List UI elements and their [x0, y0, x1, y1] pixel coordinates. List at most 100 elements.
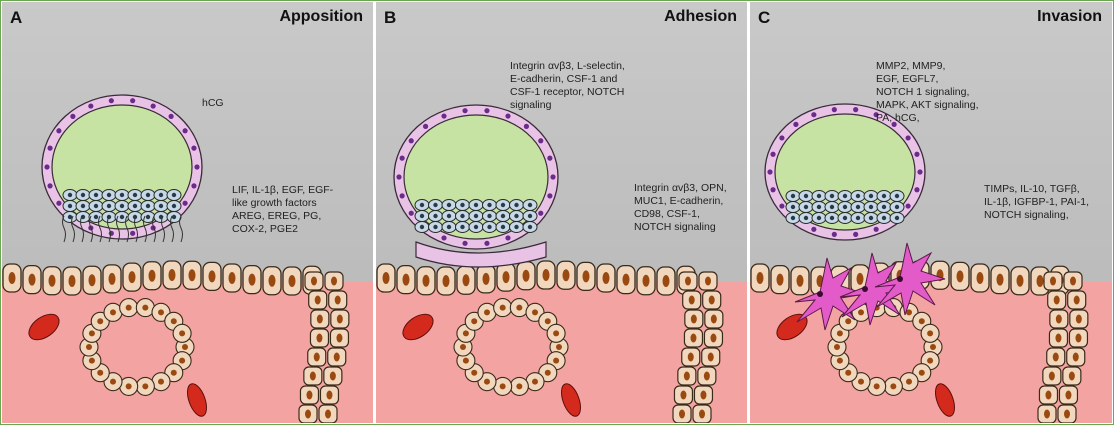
icm-nucleus	[420, 225, 424, 229]
gland-nucleus	[532, 309, 538, 315]
epithelial-nucleus	[957, 270, 964, 282]
gland-nucleus	[460, 344, 466, 350]
gland-nucleus	[1064, 410, 1070, 419]
gland-nucleus	[927, 330, 933, 336]
icm-nucleus	[895, 194, 899, 198]
epithelial-nucleus	[49, 275, 56, 287]
trophoblast-nucleus	[441, 235, 446, 240]
gland-nucleus	[171, 318, 177, 324]
icm-nucleus	[146, 215, 150, 219]
trophoblast-nucleus	[462, 241, 467, 246]
trophoblast-nucleus	[505, 235, 510, 240]
icm-nucleus	[146, 204, 150, 208]
trophoblast-nucleus	[538, 211, 543, 216]
gland-nucleus	[1054, 296, 1060, 305]
gland-nucleus	[710, 334, 716, 343]
icm-nucleus	[474, 203, 478, 207]
gland-nucleus	[837, 358, 843, 364]
epithelial-nucleus	[209, 270, 216, 282]
icm-nucleus	[433, 214, 437, 218]
trophoblast-nucleus	[767, 169, 772, 174]
gland-nucleus	[315, 296, 321, 305]
trophoblast-nucleus	[905, 135, 910, 140]
icm-nucleus	[487, 214, 491, 218]
icm-nucleus	[81, 193, 85, 197]
icm-nucleus	[487, 225, 491, 229]
gland-nucleus	[316, 334, 322, 343]
epithelial-nucleus	[69, 275, 76, 287]
epithelial-nucleus	[443, 275, 450, 287]
gland-nucleus	[334, 353, 340, 362]
icm-nucleus	[856, 194, 860, 198]
gland-nucleus	[484, 309, 490, 315]
icm-nucleus	[159, 193, 163, 197]
trophoblast-nucleus	[538, 138, 543, 143]
icm-nucleus	[94, 193, 98, 197]
gland-nucleus	[158, 309, 164, 315]
trophoblast-nucleus	[505, 113, 510, 118]
trophoblast-nucleus	[832, 107, 837, 112]
icm-nucleus	[804, 205, 808, 209]
trophoblast-nucleus	[917, 169, 922, 174]
epithelial-nucleus	[977, 272, 984, 284]
epithelial-nucleus	[997, 274, 1004, 286]
gland-nucleus	[680, 391, 686, 400]
icm-nucleus	[501, 203, 505, 207]
trophoblast-nucleus	[811, 227, 816, 232]
gland-nucleus	[691, 315, 697, 324]
icm-nucleus	[869, 205, 873, 209]
epithelial-nucleus	[797, 275, 804, 287]
panel-invasion: C Invasion MMP2, MMP9, EGF, EGFL7, NOTCH…	[750, 2, 1112, 423]
icm-nucleus	[172, 215, 176, 219]
icm-nucleus	[146, 193, 150, 197]
icm-nucleus	[133, 193, 137, 197]
icm-nucleus	[94, 204, 98, 208]
gland-nucleus	[679, 410, 685, 419]
icm-nucleus	[882, 205, 886, 209]
epithelial-nucleus	[857, 273, 864, 285]
trophoblast-nucleus	[853, 107, 858, 112]
epithelial-nucleus	[129, 271, 136, 283]
panel-title: Apposition	[279, 8, 363, 26]
trophoblast-nucleus	[109, 231, 114, 236]
trophoblast-nucleus	[770, 187, 775, 192]
gland-nucleus	[311, 277, 317, 286]
gland-nucleus	[1049, 372, 1055, 381]
gland-nucleus	[858, 379, 864, 385]
gland-nucleus	[919, 318, 925, 324]
gland-nucleus	[919, 370, 925, 376]
trophoblast-nucleus	[779, 135, 784, 140]
gland-nucleus	[890, 383, 896, 389]
epithelial-nucleus	[563, 269, 570, 281]
icm-nucleus	[514, 225, 518, 229]
trophoblast-nucleus	[400, 193, 405, 198]
trophoblast-nucleus	[130, 231, 135, 236]
icm-nucleus	[869, 216, 873, 220]
gland-nucleus	[930, 344, 936, 350]
icm-nucleus	[882, 194, 886, 198]
epithelial-nucleus	[757, 272, 764, 284]
gland-nucleus	[463, 358, 469, 364]
trophoblast-nucleus	[779, 203, 784, 208]
trophoblast-nucleus	[811, 112, 816, 117]
panel-letter: A	[10, 8, 22, 28]
epithelial-nucleus	[503, 271, 510, 283]
icm-nucleus	[447, 214, 451, 218]
gland-nucleus	[927, 358, 933, 364]
gland-nucleus	[874, 383, 880, 389]
trophoblast-nucleus	[423, 124, 428, 129]
epithelial-nucleus	[269, 275, 276, 287]
gland-nucleus	[906, 379, 912, 385]
gland-nucleus	[705, 277, 711, 286]
microvillus	[180, 216, 183, 242]
icm-nucleus	[133, 204, 137, 208]
gland-nucleus	[1065, 391, 1071, 400]
icm-nucleus	[791, 216, 795, 220]
gland-nucleus	[142, 383, 148, 389]
gland-nucleus	[1075, 334, 1081, 343]
invading-nucleus	[862, 286, 868, 292]
gland-nucleus	[336, 334, 342, 343]
epithelial-nucleus	[663, 275, 670, 287]
trophoblast-nucleus	[194, 164, 199, 169]
